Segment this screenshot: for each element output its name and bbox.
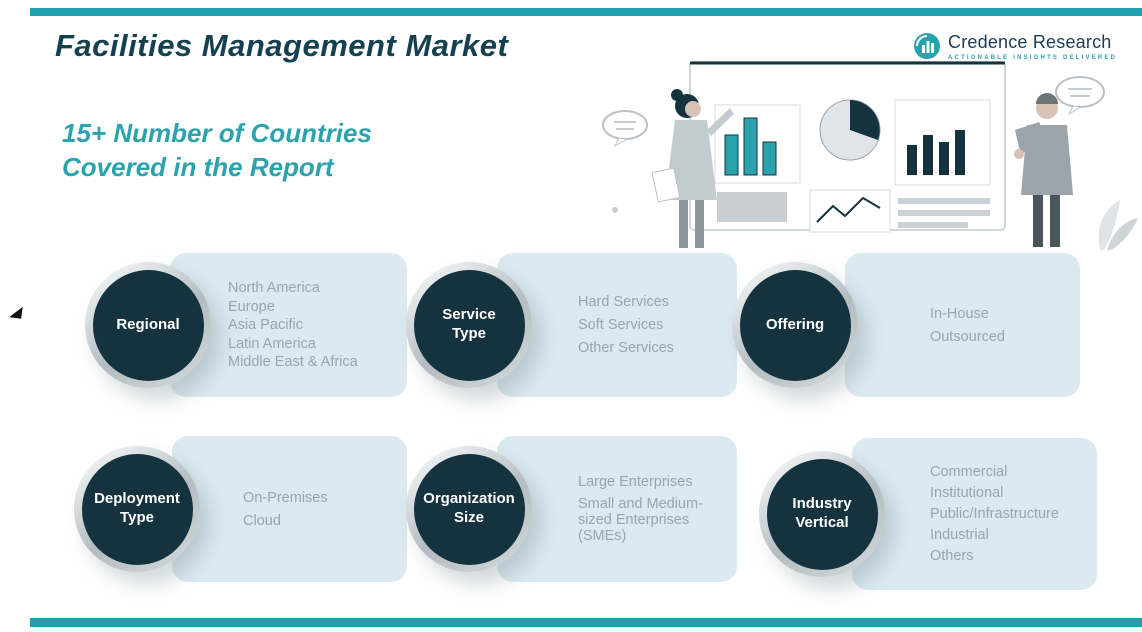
- segment-item: Outsourced: [930, 328, 1005, 345]
- segment-items: Hard Services Soft Services Other Servic…: [497, 287, 684, 363]
- segment-items: Commercial Institutional Public/Infrastr…: [852, 459, 1069, 569]
- segment-panel: In-House Outsourced: [845, 253, 1080, 397]
- speech-bubble-left-icon: [602, 110, 648, 148]
- segment-label: Industry Vertical: [792, 495, 852, 531]
- top-accent-bar: [30, 8, 1142, 16]
- segment-circle: Deployment Type: [74, 446, 200, 572]
- segment-label: Regional: [116, 315, 180, 333]
- segment-circle: Offering: [732, 262, 858, 388]
- pie-chart-icon: [819, 99, 881, 161]
- segment-group-industry-vertical: Commercial Institutional Public/Infrastr…: [759, 438, 1097, 590]
- segment-item: Soft Services: [578, 317, 664, 333]
- segment-item: Latin America: [228, 335, 316, 352]
- segment-panel: On-Premises Cloud: [172, 436, 407, 582]
- logo-chart-icon: [914, 33, 940, 59]
- segment-items: In-House Outsourced: [845, 299, 1015, 352]
- segment-circle: Regional: [85, 262, 211, 388]
- subtitle-line-1: 15+ Number of Countries: [62, 118, 372, 148]
- segment-panel: North America Europe Asia Pacific Latin …: [170, 253, 407, 397]
- legend-block: [717, 192, 787, 222]
- segment-item: Other Services: [578, 340, 674, 356]
- segment-group-regional: North America Europe Asia Pacific Latin …: [85, 253, 407, 397]
- segment-panel: Commercial Institutional Public/Infrastr…: [852, 438, 1097, 590]
- brand-logo: Credence Research Actionable Insights De…: [913, 32, 1117, 61]
- line-chart-icon: [809, 189, 891, 233]
- segment-circle: Service Type: [406, 262, 532, 388]
- segment-circle: Industry Vertical: [759, 451, 885, 577]
- segment-item: Small and Medium-sized Enterprises (SMEs…: [578, 496, 703, 544]
- segment-item: Public/Infrastructure: [930, 506, 1059, 522]
- text-lines: [898, 198, 990, 228]
- segment-item: North America: [228, 280, 320, 296]
- segment-group-organization-size: Large Enterprises Small and Medium-sized…: [406, 436, 737, 582]
- page-title: Facilities Management Market: [55, 28, 509, 63]
- segment-label: Organization Size: [423, 490, 515, 526]
- illustration: [602, 61, 1138, 250]
- segment-item: Commercial: [930, 464, 1008, 480]
- subtitle: 15+ Number of Countries Covered in the R…: [62, 116, 372, 185]
- segment-item: Others: [930, 548, 974, 564]
- segment-item: Europe: [228, 298, 275, 315]
- segment-items: Large Enterprises Small and Medium-sized…: [497, 468, 737, 550]
- logo-text: Credence Research Actionable Insights De…: [948, 32, 1117, 61]
- segment-item: Industrial: [930, 527, 989, 543]
- bottom-accent-bar: [30, 618, 1142, 627]
- segment-item: Institutional: [930, 485, 1004, 501]
- logo-tagline: Actionable Insights Delivered: [948, 55, 1118, 61]
- segment-item: In-House: [930, 305, 989, 322]
- segment-item: Middle East & Africa: [228, 354, 358, 370]
- segment-label: Offering: [765, 315, 825, 333]
- speech-bubble-right-icon: [1055, 76, 1105, 116]
- dot-accent: [612, 207, 618, 213]
- segment-items: On-Premises Cloud: [172, 483, 338, 536]
- segment-panel: Hard Services Soft Services Other Servic…: [497, 253, 737, 397]
- cursor-pointer-icon: [9, 305, 23, 319]
- person-right: [1014, 93, 1073, 247]
- segment-item: Cloud: [243, 512, 281, 529]
- segment-label: Service Type: [442, 306, 496, 342]
- segment-items: North America Europe Asia Pacific Latin …: [170, 278, 368, 373]
- segment-panel: Large Enterprises Small and Medium-sized…: [497, 436, 737, 582]
- segment-item: On-Premises: [243, 489, 328, 506]
- segment-item: Hard Services: [578, 294, 670, 310]
- segment-group-offering: In-House Outsourced Offering: [732, 253, 1080, 397]
- segment-item: Large Enterprises: [578, 474, 693, 490]
- segment-circle: Organization Size: [406, 446, 532, 572]
- segment-item: Asia Pacific: [228, 317, 303, 333]
- segment-group-service-type: Hard Services Soft Services Other Servic…: [406, 253, 737, 397]
- logo-name: Credence Research: [948, 32, 1112, 52]
- segment-label: Deployment Type: [94, 490, 180, 526]
- person-left: [651, 89, 734, 248]
- bar-chart-dark-icon: [894, 99, 991, 186]
- plant-icon: [1098, 200, 1138, 250]
- subtitle-line-2: Covered in the Report: [62, 152, 334, 183]
- segment-group-deployment-type: On-Premises Cloud Deployment Type: [74, 436, 407, 582]
